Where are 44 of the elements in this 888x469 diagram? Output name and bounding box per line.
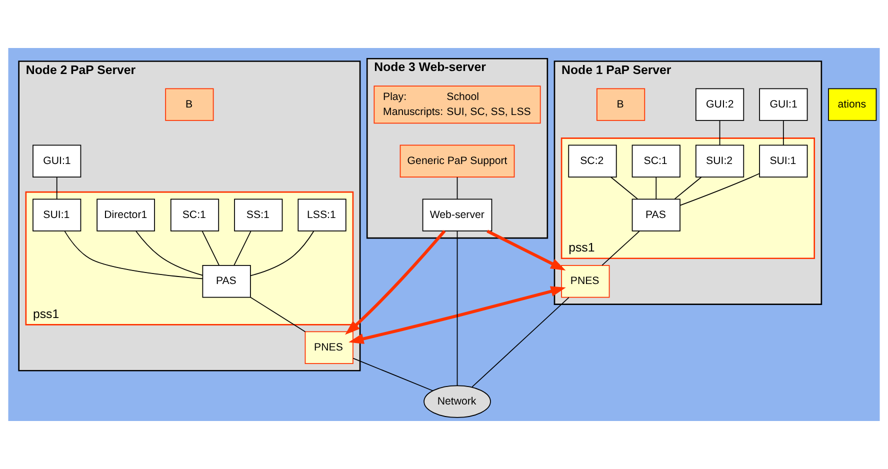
- node-box: Web-server: [422, 198, 492, 232]
- node-box: SUI:1: [32, 198, 82, 232]
- connector: [456, 230, 458, 386]
- node-box: SUI:1: [759, 144, 808, 178]
- node-box: SC:1: [170, 198, 220, 232]
- node-box: SUI:2: [695, 144, 744, 178]
- connector: [610, 176, 638, 200]
- node-box: B: [165, 88, 214, 121]
- node-box: SC:1: [632, 144, 680, 178]
- connector: [234, 230, 252, 266]
- node-box: Director1: [96, 198, 155, 232]
- node-box: PNES: [561, 265, 610, 298]
- node-box: SC:2: [568, 144, 617, 178]
- connector: [456, 176, 458, 200]
- connector: [352, 358, 434, 392]
- arrow: [345, 230, 446, 335]
- node-box: Generic PaP Support: [400, 144, 515, 178]
- connector: [782, 120, 784, 146]
- connector: [719, 120, 720, 146]
- node-box: GUI:2: [695, 88, 744, 121]
- node-box: ations: [828, 88, 877, 121]
- node-box: GUI:1: [32, 144, 82, 178]
- connector: [56, 176, 58, 200]
- connector: [656, 176, 657, 200]
- node-box: B: [596, 88, 646, 121]
- connector: [136, 230, 203, 276]
- connector: [64, 230, 203, 280]
- node-box: GUI:1: [759, 88, 808, 121]
- node-box: LSS:1: [298, 198, 346, 232]
- node-box: SS:1: [234, 198, 283, 232]
- connector: [202, 230, 220, 266]
- connector: [674, 176, 702, 200]
- node-box: PNES: [304, 331, 354, 364]
- arrow: [486, 230, 566, 271]
- connector: [250, 230, 314, 276]
- connector: [680, 173, 760, 206]
- node-box: PAS: [202, 265, 251, 298]
- node-box: PAS: [632, 198, 680, 232]
- connector: [602, 230, 640, 266]
- connector: [472, 297, 570, 388]
- node-box: Play: School Manuscripts: SUI, SC, SS, LSS: [374, 86, 541, 124]
- node-ellipse: Network: [424, 385, 491, 418]
- arrow: [348, 286, 566, 344]
- connector: [250, 296, 306, 332]
